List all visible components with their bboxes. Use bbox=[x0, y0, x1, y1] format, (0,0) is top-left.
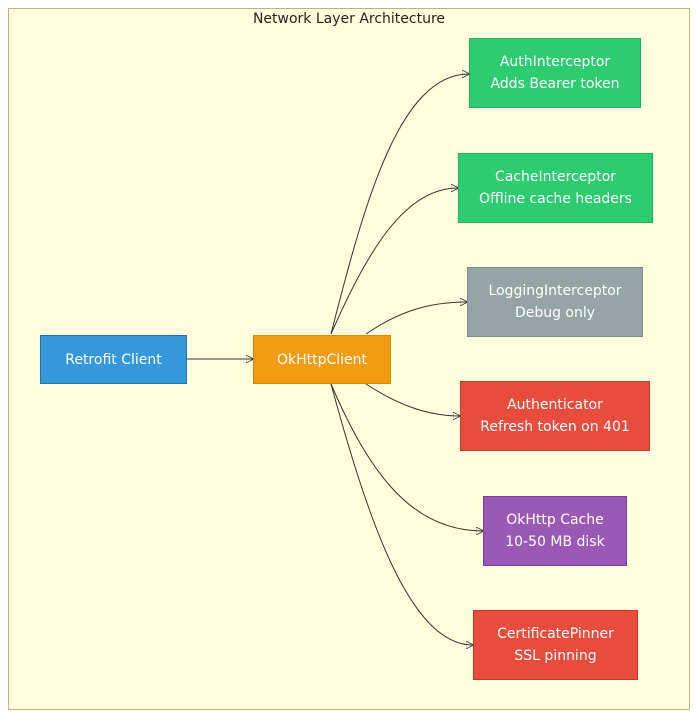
node-retrofit-client: Retrofit Client bbox=[40, 335, 187, 384]
edge-okhttp-to-logging bbox=[365, 302, 467, 335]
node-okhttpclient-label: OkHttpClient bbox=[276, 351, 368, 368]
node-okhttp-cache-title: OkHttp Cache bbox=[506, 512, 604, 528]
node-okhttp-cache-subtitle: 10-50 MB disk bbox=[505, 534, 605, 550]
node-cache-interceptor: CacheInterceptor Offline cache headers bbox=[458, 153, 653, 223]
node-authenticator-subtitle: Refresh token on 401 bbox=[480, 419, 630, 435]
diagram-title: Network Layer Architecture bbox=[252, 11, 446, 27]
node-certificate-pinner-title: CertificatePinner bbox=[497, 626, 614, 642]
edge-okhttp-to-okhttp-cache bbox=[330, 383, 483, 531]
edge-okhttp-to-auth bbox=[330, 74, 469, 335]
node-logging-interceptor: LoggingInterceptor Debug only bbox=[467, 267, 643, 337]
node-authenticator-title: Authenticator bbox=[507, 397, 603, 413]
node-auth-interceptor: AuthInterceptor Adds Bearer token bbox=[469, 38, 641, 108]
node-certificate-pinner: CertificatePinner SSL pinning bbox=[473, 610, 638, 680]
edge-okhttp-to-pinner bbox=[330, 383, 473, 645]
node-logging-interceptor-title: LoggingInterceptor bbox=[488, 283, 622, 299]
node-logging-interceptor-subtitle: Debug only bbox=[514, 305, 596, 321]
node-retrofit-client-label: Retrofit Client bbox=[65, 351, 162, 368]
node-okhttp-cache: OkHttp Cache 10-50 MB disk bbox=[483, 496, 627, 566]
node-cache-interceptor-title: CacheInterceptor bbox=[494, 169, 617, 185]
node-auth-interceptor-title: AuthInterceptor bbox=[499, 54, 611, 70]
node-certificate-pinner-subtitle: SSL pinning bbox=[514, 648, 597, 664]
node-authenticator: Authenticator Refresh token on 401 bbox=[460, 381, 650, 451]
node-okhttpclient: OkHttpClient bbox=[253, 335, 391, 384]
edge-okhttp-to-authenticator bbox=[365, 383, 460, 416]
edge-okhttp-to-cache-interceptor bbox=[330, 188, 458, 335]
node-auth-interceptor-subtitle: Adds Bearer token bbox=[490, 76, 620, 92]
node-cache-interceptor-subtitle: Offline cache headers bbox=[479, 191, 632, 207]
